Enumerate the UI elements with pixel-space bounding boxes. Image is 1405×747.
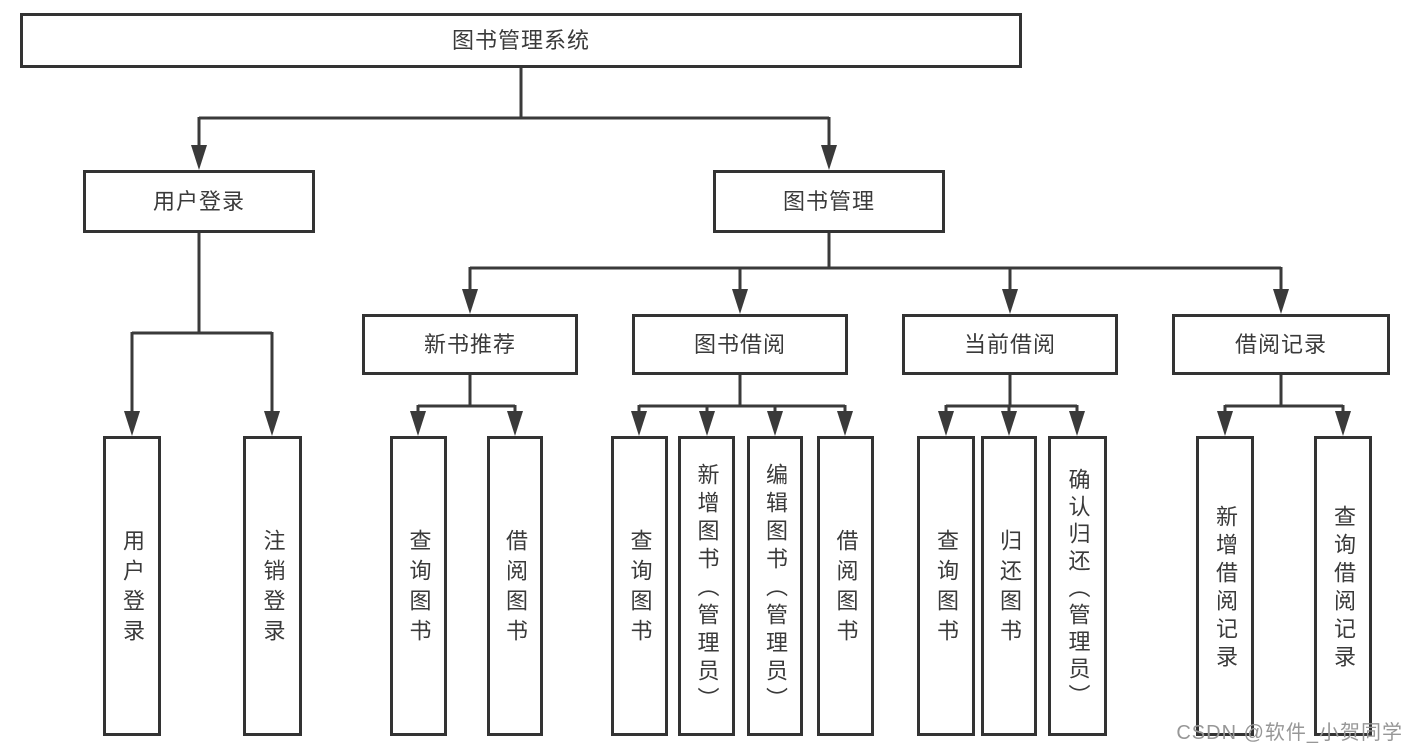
node-label: 查询借阅记录 [1331,505,1356,673]
node-label: 图书借阅 [693,331,786,357]
node-label: 新增图书（管理员） [694,463,720,715]
leaf-borrow-books: 借阅图书 [487,436,543,736]
arrowhead [699,411,715,436]
node-user-login: 用户登录 [83,170,315,233]
arrowhead [1335,411,1351,436]
arrowhead [264,411,280,436]
arrowhead [767,411,783,436]
arrowhead [821,145,837,170]
arrowhead [1273,289,1289,314]
node-book-borrow: 图书借阅 [632,314,848,375]
edge-user-login-to-leaves [124,233,280,436]
edge-borrow-records-to-leaves [1217,375,1351,436]
arrowhead [124,411,140,436]
edge-root-to-level2 [191,68,837,170]
arrowhead [1069,411,1085,436]
edge-book-borrow-to-leaves [631,375,853,436]
node-library-management-system: 图书管理系统 [20,13,1022,68]
node-label: 图书管理系统 [451,27,590,53]
arrowhead [507,411,523,436]
edge-new-book-recommend-to-leaves [410,375,523,436]
node-label: 查询图书 [406,529,432,649]
node-label: 借阅记录 [1234,331,1327,357]
leaf-borrow-books: 借阅图书 [817,436,874,736]
arrowhead [1002,289,1018,314]
node-label: 新书推荐 [423,331,516,357]
node-label: 新增借阅记录 [1213,505,1238,673]
node-borrow-records: 借阅记录 [1172,314,1390,375]
arrowhead [732,289,748,314]
node-label: 当前借阅 [963,331,1056,357]
node-book-management: 图书管理 [713,170,945,233]
leaf-user-login: 用户登录 [103,436,161,736]
node-label: 注销登录 [260,529,286,649]
node-label: 借阅图书 [833,529,859,649]
node-label: 查询图书 [627,529,653,649]
node-label: 确认归还（管理员） [1065,467,1091,711]
arrowhead [631,411,647,436]
edge-book-management-to-level3 [462,233,1289,314]
node-new-book-recommend: 新书推荐 [362,314,578,375]
edge-current-borrow-to-leaves [938,375,1085,436]
arrowhead [1217,411,1233,436]
leaf-logout: 注销登录 [243,436,302,736]
leaf-return-books: 归还图书 [981,436,1037,736]
leaf-query-borrow-record: 查询借阅记录 [1314,436,1372,736]
leaf-add-borrow-record: 新增借阅记录 [1196,436,1254,736]
node-label: 归还图书 [997,529,1022,649]
watermark: CSDN @软件_小贺同学 [1176,722,1403,744]
node-label: 用户登录 [120,529,145,649]
node-label: 图书管理 [782,188,875,214]
leaf-edit-books-admin: 编辑图书（管理员） [747,436,803,736]
node-label: 用户登录 [152,188,245,214]
node-current-borrow: 当前借阅 [902,314,1118,375]
leaf-confirm-return-admin: 确认归还（管理员） [1048,436,1107,736]
node-label: 查询图书 [934,529,959,649]
node-label: 编辑图书（管理员） [763,463,788,715]
node-label: 借阅图书 [503,529,528,649]
arrowhead [938,411,954,436]
leaf-add-books-admin: 新增图书（管理员） [678,436,735,736]
arrowhead [410,411,426,436]
arrowhead [191,145,207,170]
arrowhead [837,411,853,436]
arrowhead [1001,411,1017,436]
arrowhead [462,289,478,314]
leaf-query-books: 查询图书 [390,436,447,736]
leaf-query-books: 查询图书 [917,436,975,736]
leaf-query-books: 查询图书 [611,436,668,736]
